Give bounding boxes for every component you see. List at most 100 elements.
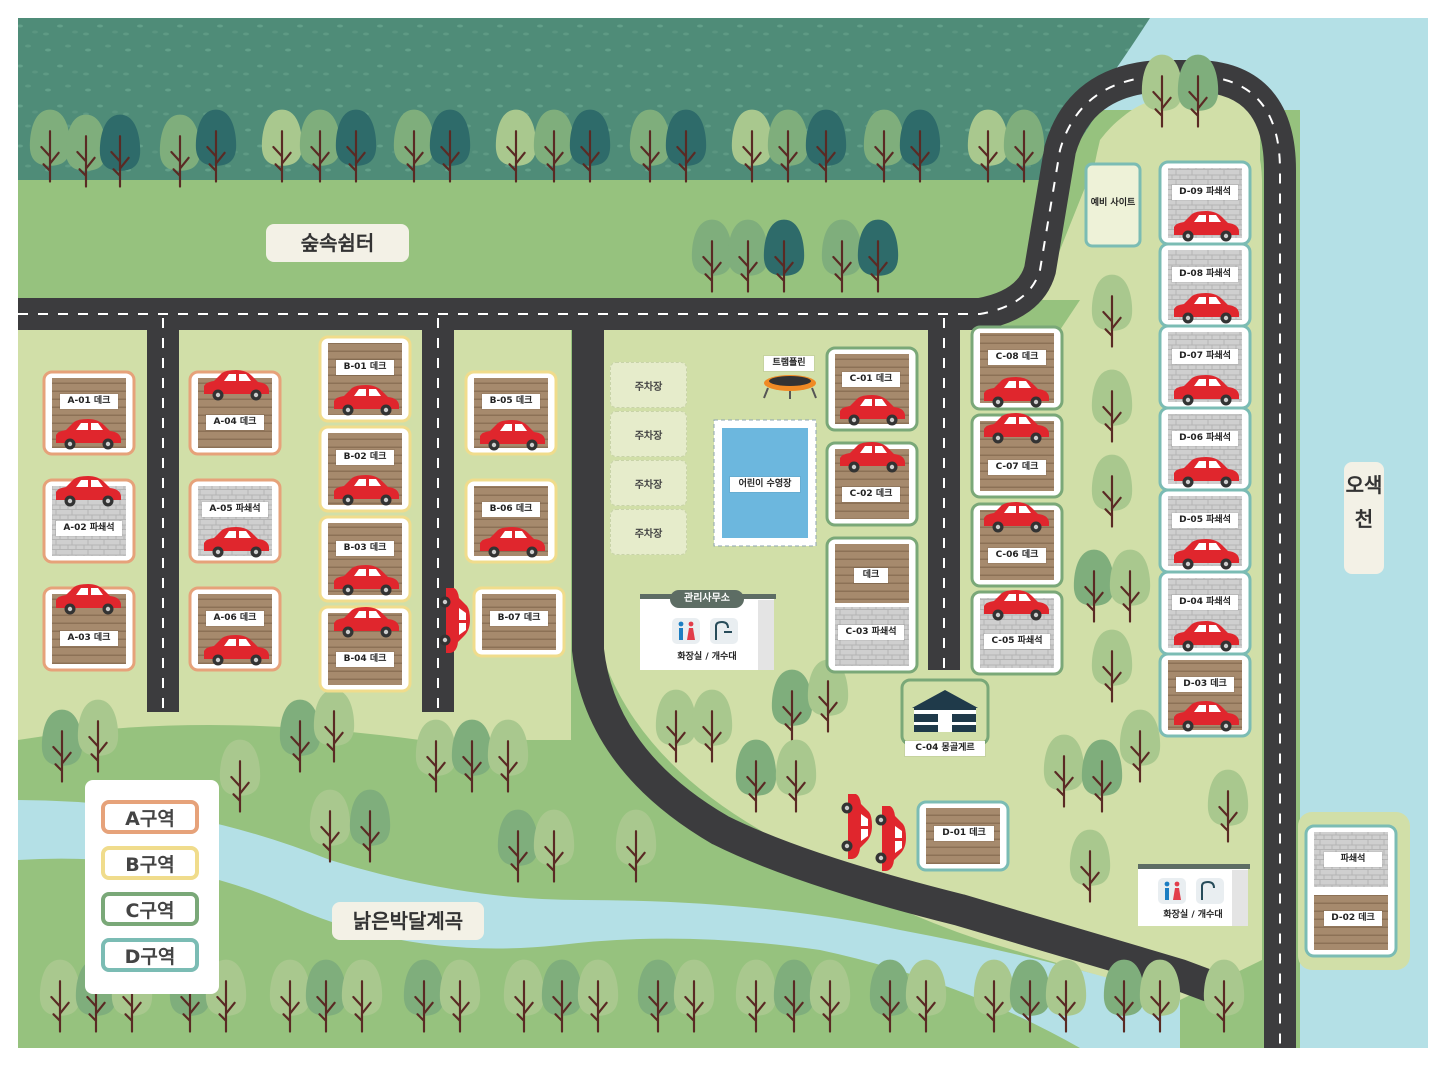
tree-icon bbox=[195, 109, 237, 183]
site-label-d07[interactable]: D-07 파쇄석 bbox=[1172, 349, 1238, 364]
parking-lot[interactable]: 주차장 bbox=[610, 460, 687, 506]
tree-icon bbox=[863, 109, 905, 183]
tree-icon bbox=[773, 959, 815, 1033]
car-icon bbox=[1174, 293, 1239, 324]
car-icon bbox=[1174, 539, 1239, 570]
car-icon bbox=[875, 806, 906, 871]
tree-icon bbox=[805, 109, 847, 183]
site-label-d05[interactable]: D-05 파쇄석 bbox=[1172, 513, 1238, 528]
site-label-c02[interactable]: C-02 데크 bbox=[842, 487, 900, 502]
site-label-d02-gravel[interactable]: 파쇄석 bbox=[1324, 852, 1382, 867]
zone-legend: A구역 B구역 C구역 D구역 bbox=[85, 780, 219, 994]
mongol-ger-label[interactable]: C-04 몽골게르 bbox=[905, 741, 985, 756]
site-label-a04[interactable]: A-04 데크 bbox=[206, 415, 264, 430]
parking-lot[interactable]: 주차장 bbox=[610, 411, 687, 457]
tree-icon bbox=[533, 109, 575, 183]
tree-icon bbox=[279, 699, 321, 773]
site-label-d04[interactable]: D-04 파쇄석 bbox=[1172, 595, 1238, 610]
car-icon bbox=[204, 527, 269, 558]
tree-icon bbox=[429, 109, 471, 183]
tree-icon bbox=[637, 959, 679, 1033]
site-label-c-deck[interactable]: 데크 bbox=[854, 568, 888, 583]
tree-icon bbox=[1109, 549, 1151, 623]
tree-icon bbox=[533, 809, 575, 883]
tree-icon bbox=[655, 689, 697, 763]
tree-icon bbox=[1009, 959, 1051, 1033]
car-icon bbox=[840, 395, 905, 426]
trees-layer bbox=[29, 54, 1249, 1033]
tree-icon bbox=[503, 959, 545, 1033]
campsite-pad[interactable] bbox=[1304, 824, 1398, 958]
tree-icon bbox=[629, 109, 671, 183]
stream-label: 낡은박달계곡 bbox=[332, 902, 484, 940]
car-icon bbox=[204, 370, 269, 401]
parking-lot[interactable]: 주차장 bbox=[610, 509, 687, 555]
tree-icon bbox=[1103, 959, 1145, 1033]
car-icon bbox=[204, 635, 269, 666]
site-label-c05[interactable]: C-05 파쇄석 bbox=[984, 634, 1050, 649]
car-icon bbox=[480, 527, 545, 558]
car-icon bbox=[984, 413, 1049, 444]
office-title[interactable]: 관리사무소 bbox=[670, 590, 744, 608]
tree-icon bbox=[1045, 959, 1087, 1033]
tree-icon bbox=[309, 789, 351, 863]
site-label-c08[interactable]: C-08 데크 bbox=[988, 350, 1046, 365]
site-label-d08[interactable]: D-08 파쇄석 bbox=[1172, 267, 1238, 282]
tree-icon bbox=[77, 699, 119, 773]
site-label-c07[interactable]: C-07 데크 bbox=[988, 460, 1046, 475]
legend-zone-c[interactable]: C구역 bbox=[101, 892, 199, 926]
legend-zone-d[interactable]: D구역 bbox=[101, 938, 199, 972]
site-label-c06[interactable]: C-06 데크 bbox=[988, 548, 1046, 563]
car-icon bbox=[984, 377, 1049, 408]
tree-icon bbox=[771, 669, 813, 743]
site-label-b04[interactable]: B-04 데크 bbox=[336, 652, 394, 667]
kids-pool-label[interactable]: 어린이 수영장 bbox=[730, 477, 800, 492]
campsite-pad[interactable] bbox=[825, 536, 919, 674]
tree-icon bbox=[1091, 274, 1133, 348]
site-label-d03[interactable]: D-03 데크 bbox=[1176, 677, 1234, 692]
site-label-b03[interactable]: B-03 데크 bbox=[336, 541, 394, 556]
tree-icon bbox=[65, 114, 107, 188]
site-label-c01[interactable]: C-01 데크 bbox=[842, 372, 900, 387]
reserve-site-label[interactable]: 예비 사이트 bbox=[1090, 198, 1136, 208]
site-label-c03[interactable]: C-03 파쇄석 bbox=[838, 625, 904, 640]
site-label-b01[interactable]: B-01 데크 bbox=[336, 360, 394, 375]
tree-icon bbox=[41, 709, 83, 783]
site-label-b05[interactable]: B-05 데크 bbox=[482, 394, 540, 409]
tree-icon bbox=[727, 219, 769, 293]
tree-icon bbox=[313, 689, 355, 763]
restroom-label-2: 화장실 / 개수대 bbox=[1163, 910, 1223, 920]
legend-zone-a[interactable]: A구역 bbox=[101, 800, 199, 834]
site-label-a06[interactable]: A-06 데크 bbox=[206, 611, 264, 626]
site-label-a05[interactable]: A-05 파쇄석 bbox=[202, 502, 268, 517]
car-icon bbox=[334, 475, 399, 506]
tree-icon bbox=[497, 809, 539, 883]
site-label-b06[interactable]: B-06 데크 bbox=[482, 502, 540, 517]
tree-icon bbox=[299, 109, 341, 183]
tree-icon bbox=[1207, 769, 1249, 843]
car-icon bbox=[984, 590, 1049, 621]
site-label-d01[interactable]: D-01 데크 bbox=[934, 826, 994, 841]
tree-icon bbox=[857, 219, 899, 293]
trampoline-label: 트램폴린 bbox=[764, 356, 814, 371]
site-label-a02[interactable]: A-02 파쇄석 bbox=[56, 521, 122, 536]
legend-zone-b[interactable]: B구역 bbox=[101, 846, 199, 880]
tree-icon bbox=[731, 109, 773, 183]
car-icon bbox=[1174, 621, 1239, 652]
tree-icon bbox=[775, 739, 817, 813]
restroom-icon bbox=[672, 618, 738, 644]
tree-icon bbox=[439, 959, 481, 1033]
site-label-d09[interactable]: D-09 파쇄석 bbox=[1172, 185, 1238, 200]
car-icon bbox=[56, 584, 121, 615]
site-label-b07[interactable]: B-07 데크 bbox=[490, 611, 548, 626]
tree-icon bbox=[541, 959, 583, 1033]
site-label-a03[interactable]: A-03 데크 bbox=[60, 631, 118, 646]
tree-icon bbox=[735, 739, 777, 813]
site-label-d06[interactable]: D-06 파쇄석 bbox=[1172, 431, 1238, 446]
parking-lot[interactable]: 주차장 bbox=[610, 362, 687, 408]
site-label-d02[interactable]: D-02 데크 bbox=[1324, 911, 1382, 926]
site-label-a01[interactable]: A-01 데크 bbox=[60, 394, 118, 409]
tree-icon bbox=[335, 109, 377, 183]
site-label-b02[interactable]: B-02 데크 bbox=[336, 450, 394, 465]
